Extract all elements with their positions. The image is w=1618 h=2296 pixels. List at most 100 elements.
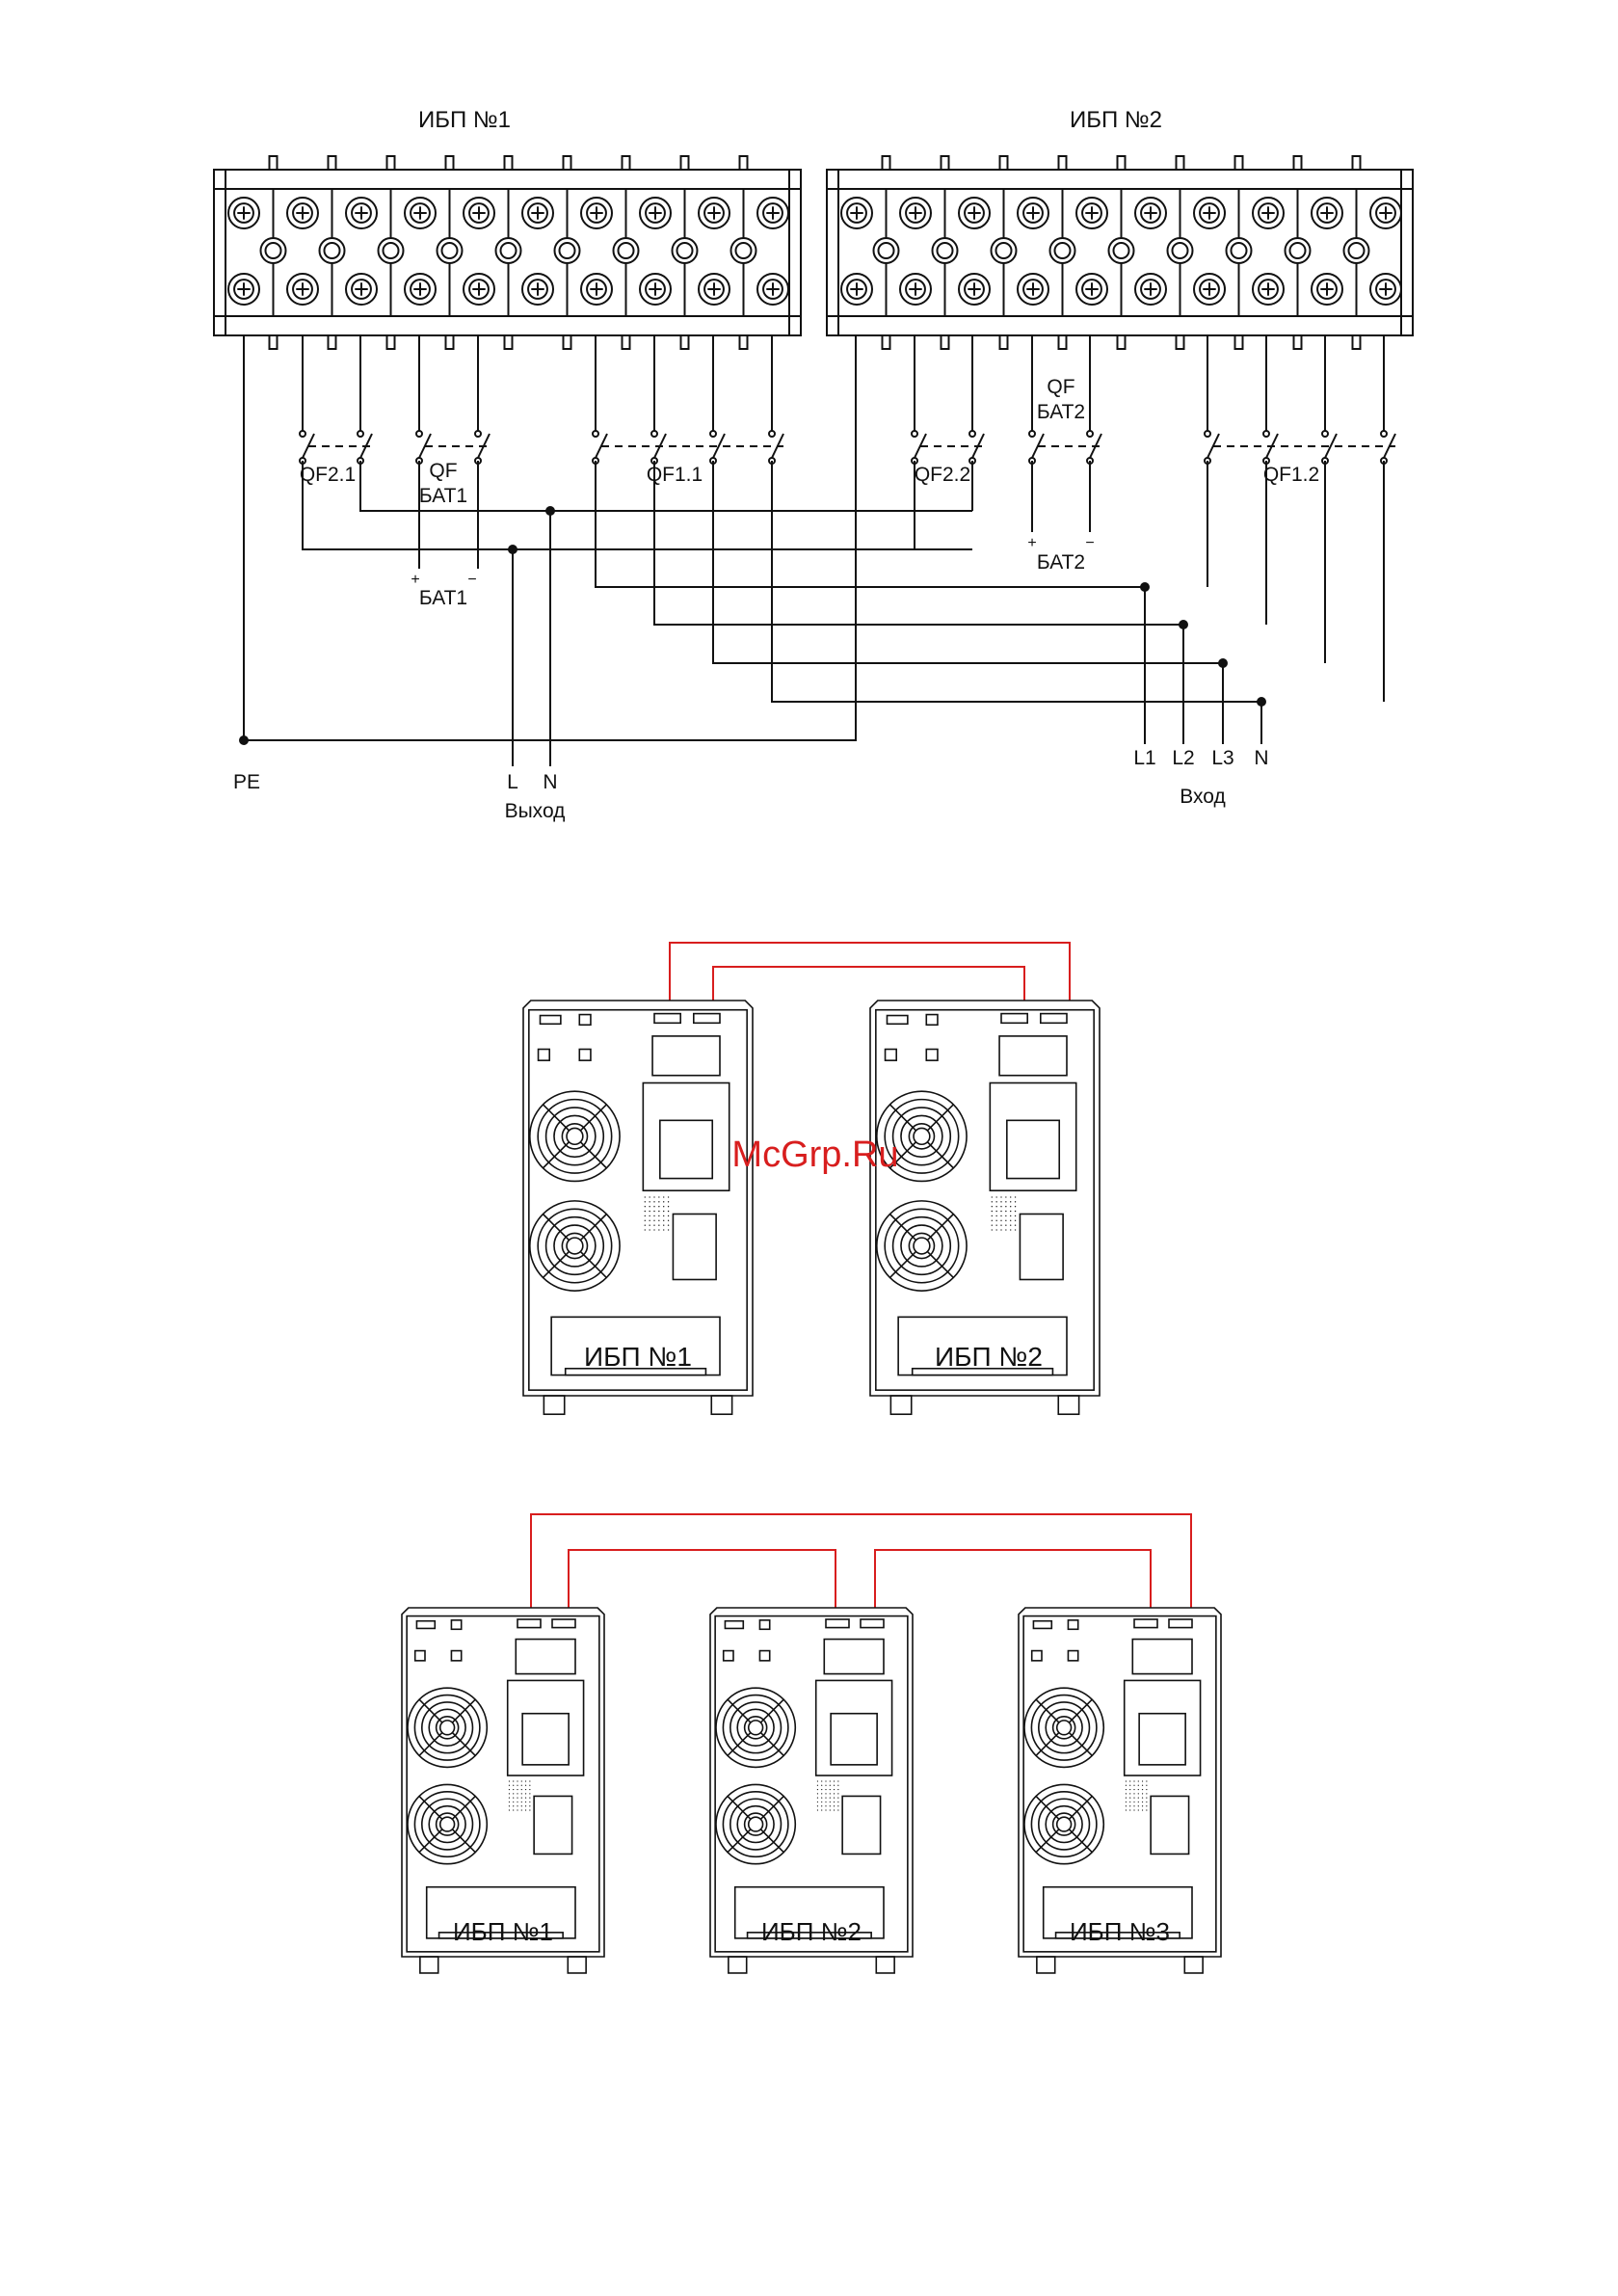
vent-hole bbox=[837, 1809, 838, 1810]
vent-hole bbox=[658, 1215, 659, 1216]
vent-hole bbox=[1146, 1809, 1147, 1810]
screw-terminal-icon bbox=[900, 274, 931, 305]
ups1-title: ИБП №1 bbox=[418, 107, 511, 133]
fan-hub bbox=[749, 1817, 763, 1831]
fan-grille-icon bbox=[877, 1201, 967, 1291]
vent-hole bbox=[668, 1211, 669, 1212]
contact-top bbox=[416, 431, 422, 437]
input-l2-label: L2 bbox=[1172, 747, 1194, 769]
vent-hole bbox=[1142, 1798, 1143, 1799]
vent-hole bbox=[645, 1211, 646, 1212]
terminal-tab bbox=[1294, 335, 1302, 349]
terminal-tab bbox=[446, 335, 454, 349]
vent-hole bbox=[521, 1789, 522, 1790]
vent-hole bbox=[529, 1809, 530, 1810]
vent-hole bbox=[821, 1809, 822, 1810]
vent-hole bbox=[513, 1780, 514, 1781]
terminal-wiring-diagram bbox=[214, 156, 1413, 766]
vent-hole bbox=[1129, 1798, 1130, 1799]
screw-terminal-icon bbox=[1018, 198, 1048, 228]
vent-hole bbox=[1010, 1201, 1011, 1202]
terminal-tab bbox=[1353, 156, 1361, 170]
vent-hole bbox=[992, 1196, 993, 1197]
breaker-qf2-1 bbox=[300, 431, 372, 464]
terminal-tab bbox=[681, 335, 689, 349]
vent-hole bbox=[1133, 1798, 1134, 1799]
terminal-tab bbox=[623, 335, 630, 349]
vent-hole bbox=[653, 1211, 654, 1212]
terminal-tab bbox=[329, 156, 336, 170]
terminal-tab bbox=[505, 156, 513, 170]
vent-hole bbox=[1142, 1785, 1143, 1786]
terminal-tab bbox=[1235, 335, 1243, 349]
vent-hole bbox=[834, 1793, 835, 1794]
terminal-tab bbox=[387, 156, 395, 170]
vent-hole bbox=[1000, 1224, 1001, 1225]
screw-terminal-icon bbox=[959, 274, 990, 305]
screw-terminal-icon bbox=[1018, 274, 1048, 305]
vent-hole bbox=[1000, 1215, 1001, 1216]
vent-hole bbox=[837, 1798, 838, 1799]
terminal-tab bbox=[1235, 156, 1243, 170]
fan-grille-icon bbox=[408, 1784, 487, 1863]
qf-bat1-label-line1: QF bbox=[429, 460, 457, 482]
terminal-bridge-hole bbox=[501, 243, 517, 258]
vent-hole bbox=[995, 1196, 996, 1197]
vent-hole bbox=[821, 1793, 822, 1794]
vent-hole bbox=[1146, 1798, 1147, 1799]
terminal-tab bbox=[564, 156, 571, 170]
vent-hole bbox=[1129, 1789, 1130, 1790]
vent-hole bbox=[525, 1798, 526, 1799]
vent-hole bbox=[649, 1201, 650, 1202]
unit-label-ups2: ИБП №2 bbox=[935, 1342, 1043, 1372]
contact-top bbox=[651, 431, 657, 437]
vent-hole bbox=[663, 1196, 664, 1197]
vent-hole bbox=[509, 1789, 510, 1790]
vent-hole bbox=[1005, 1224, 1006, 1225]
screw-terminal-icon bbox=[640, 274, 671, 305]
foot bbox=[420, 1957, 438, 1973]
contact-top bbox=[969, 431, 975, 437]
vent-hole bbox=[821, 1780, 822, 1781]
vent-hole bbox=[830, 1798, 831, 1799]
vent-hole bbox=[834, 1780, 835, 1781]
screw-terminal-icon bbox=[1076, 198, 1107, 228]
screw-terminal-icon bbox=[1253, 274, 1284, 305]
vent-hole bbox=[817, 1798, 818, 1799]
terminal-tab bbox=[740, 156, 748, 170]
screw-terminal-icon bbox=[287, 198, 318, 228]
screw-terminal-icon bbox=[1194, 198, 1225, 228]
vent-hole bbox=[1146, 1793, 1147, 1794]
terminal-tab bbox=[1294, 156, 1302, 170]
vent-hole bbox=[663, 1206, 664, 1207]
terminal-tab bbox=[1353, 335, 1361, 349]
vent-hole bbox=[825, 1780, 826, 1781]
unit-label-ups3: ИБП №3 bbox=[1070, 1917, 1170, 1946]
screw-terminal-icon bbox=[1370, 198, 1401, 228]
contact-top bbox=[1205, 431, 1210, 437]
fan-hub bbox=[1057, 1817, 1072, 1831]
breaker-qf1-2 bbox=[1205, 431, 1395, 464]
vent-hole bbox=[1005, 1229, 1006, 1230]
terminal-tab bbox=[681, 156, 689, 170]
wire bbox=[713, 461, 1223, 663]
vent-hole bbox=[663, 1224, 664, 1225]
vent-hole bbox=[817, 1809, 818, 1810]
screw-terminal-icon bbox=[900, 198, 931, 228]
vent-hole bbox=[1133, 1793, 1134, 1794]
vent-hole bbox=[653, 1196, 654, 1197]
junction-dot bbox=[546, 507, 554, 515]
terminal-tab bbox=[883, 335, 890, 349]
junction-dot bbox=[1180, 621, 1187, 628]
input-label: Вход bbox=[1180, 786, 1226, 808]
junction-dot bbox=[1258, 698, 1265, 706]
vent-hole bbox=[653, 1220, 654, 1221]
vent-hole bbox=[509, 1798, 510, 1799]
vent-hole bbox=[1000, 1201, 1001, 1202]
fan-grille-icon bbox=[1024, 1784, 1103, 1863]
vent-hole bbox=[992, 1201, 993, 1202]
vent-hole bbox=[529, 1780, 530, 1781]
vent-hole bbox=[645, 1196, 646, 1197]
vent-hole bbox=[830, 1780, 831, 1781]
vent-hole bbox=[658, 1224, 659, 1225]
